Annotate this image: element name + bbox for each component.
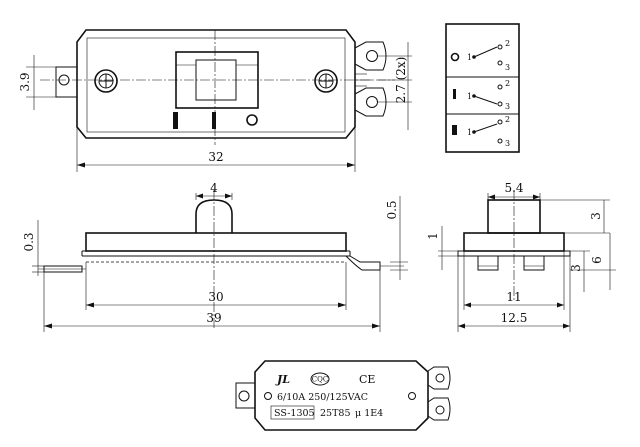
terminal-1-label: 1: [467, 128, 472, 137]
terminal-2-label: 2: [505, 79, 510, 88]
cycles-text: μ 1E4: [355, 408, 383, 419]
terminal-3-label: 3: [505, 102, 510, 111]
bottom-view-label: JL CQC CE 6/10A 250/125VAC SS-1305 25T85…: [235, 360, 451, 431]
terminal-1-label: 1: [467, 92, 472, 101]
dim-knob-width: 4: [210, 181, 218, 195]
end-view: 5.4 1 3 6 3 11 12.5: [426, 181, 616, 332]
ce-mark: CE: [359, 373, 375, 386]
temp-rating-text: 25T85: [320, 408, 351, 419]
dim-tab-thickness: 0.3: [22, 232, 36, 251]
terminal-3-label: 3: [505, 139, 510, 148]
dim-top-height: 3.9: [18, 72, 32, 91]
screw-icon: [314, 69, 338, 93]
dim-end-knob-width: 5.4: [504, 181, 523, 195]
model-text: SS-1305: [274, 408, 315, 419]
dim-gap: 0.5: [385, 200, 399, 219]
dim-overall-length: 39: [206, 311, 221, 325]
schematic-row-position-2: 1 2 3: [453, 79, 510, 111]
terminal-2-label: 2: [505, 39, 510, 48]
screw-icon: [94, 69, 118, 93]
dim-end-overall-width: 12.5: [501, 311, 528, 325]
dim-end-inner-width: 11: [506, 290, 521, 304]
dim-pin-pitch: 2.7 (2x): [394, 57, 408, 104]
side-view: 4 0.3 0.5 30 39: [22, 181, 408, 332]
schematic-row-position-1: 1 2 3: [450, 39, 510, 72]
terminal-3-label: 3: [505, 63, 510, 72]
dim-inner-length: 30: [208, 290, 223, 304]
terminal-1-label: 1: [467, 53, 472, 62]
dim-end-upper-height: 3: [589, 212, 603, 220]
switch-schematic: 1 2 3 1 2 3 1 2 3: [445, 23, 520, 153]
dim-end-lower-height: 3: [569, 264, 583, 272]
dim-end-overall-height: 6: [590, 256, 604, 264]
schematic-row-position-3: 1 2 3: [452, 115, 510, 148]
top-view: 3.9 32 2.7 (2x): [18, 29, 412, 172]
dim-end-step: 1: [426, 232, 440, 240]
terminal-2-label: 2: [505, 115, 510, 124]
brand-logo: JL: [275, 373, 290, 386]
dim-top-length: 32: [208, 150, 223, 164]
rating-text: 6/10A 250/125VAC: [277, 392, 368, 403]
cqc-mark: CQC: [312, 376, 328, 384]
